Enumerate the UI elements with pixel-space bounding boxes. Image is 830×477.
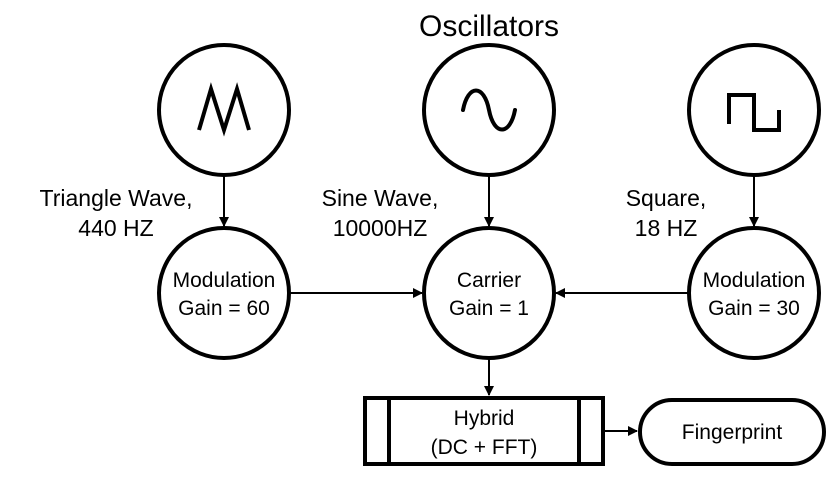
hybrid-title: Hybrid xyxy=(454,407,515,430)
triangle-wave-frequency: 440 HZ xyxy=(78,215,153,241)
sine-wave-icon xyxy=(461,88,517,132)
sine-wave-frequency: 10000HZ xyxy=(333,215,428,241)
sine-oscillator xyxy=(422,43,556,177)
modulation-right-title: Modulation xyxy=(703,269,806,292)
modulation-right-gain: Gain = 30 xyxy=(708,297,800,320)
hybrid-block: Hybrid (DC + FFT) xyxy=(363,396,605,466)
triangle-wave-icon xyxy=(197,82,251,137)
modulation-left-gain: Gain = 60 xyxy=(178,297,270,320)
square-wave-icon xyxy=(727,93,781,132)
hybrid-subtitle: (DC + FFT) xyxy=(431,436,538,459)
triangle-wave-label: Triangle Wave, xyxy=(40,185,193,211)
carrier-node: Carrier Gain = 1 xyxy=(422,226,556,360)
sine-wave-label: Sine Wave, xyxy=(322,185,439,211)
fingerprint-label: Fingerprint xyxy=(682,421,783,444)
diagram-title: Oscillators xyxy=(419,10,559,43)
triangle-oscillator xyxy=(157,43,291,177)
square-wave-label: Square, xyxy=(626,185,707,211)
modulation-node-left: Modulation Gain = 60 xyxy=(157,226,291,360)
fingerprint-node: Fingerprint xyxy=(638,398,826,466)
square-oscillator xyxy=(687,43,821,177)
carrier-title: Carrier xyxy=(457,269,521,292)
modulation-left-title: Modulation xyxy=(173,269,276,292)
carrier-gain: Gain = 1 xyxy=(449,297,529,320)
modulation-node-right: Modulation Gain = 30 xyxy=(687,226,821,360)
square-wave-frequency: 18 HZ xyxy=(635,215,698,241)
